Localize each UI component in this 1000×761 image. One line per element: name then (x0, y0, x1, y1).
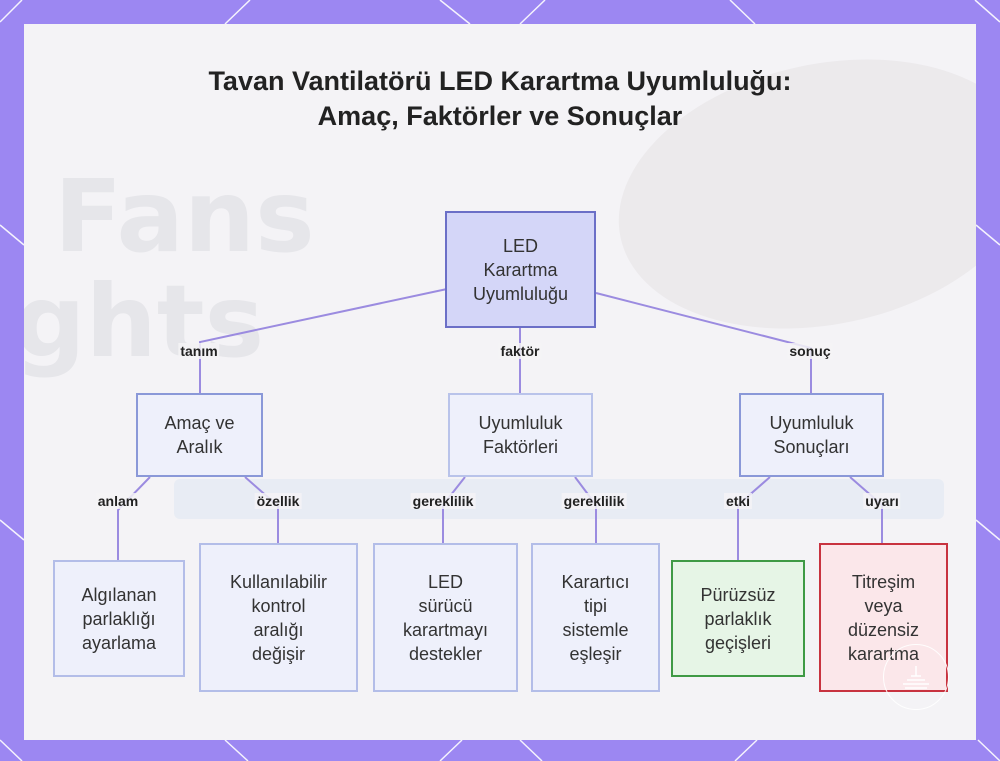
node-amac-ve-aralik: Amaç ve Aralık (136, 393, 263, 477)
node-puruzsuz-parlaklik: Pürüzsüz parlaklık geçişleri (671, 560, 805, 677)
node-line: Faktörleri (482, 437, 558, 457)
node-line: destekler (408, 643, 483, 664)
node-line: Uyumluluk (478, 413, 563, 433)
background-word-1: Fans (54, 158, 315, 275)
background-word-2: ghts (24, 263, 265, 380)
edge-label-uyari: uyarı (863, 493, 901, 509)
node-line: Algılanan (81, 584, 157, 605)
edge-root-amac (199, 288, 448, 393)
edge-sonuclar-puruzsuz (737, 476, 771, 560)
node-line: Uyumluluk (769, 413, 854, 433)
node-line: geçişleri (704, 632, 771, 653)
node-line: parlaklık (704, 608, 772, 629)
node-line: Sonuçları (773, 437, 850, 457)
edge-label-tanim: tanım (178, 343, 220, 359)
edge-label-faktor: faktör (498, 343, 542, 359)
node-line: Aralık (176, 437, 223, 457)
edge-label-sonuc: sonuç (787, 343, 833, 359)
watermark-logo-icon (883, 644, 949, 710)
node-line: düzensiz (847, 619, 920, 640)
background-band (174, 479, 944, 519)
node-line: Uyumluluğu (472, 283, 569, 304)
node-led-surucu: LED sürücü karartmayı destekler (373, 543, 518, 692)
node-line: Titreşim (851, 571, 916, 592)
diagram-title: Tavan Vantilatörü LED Karartma Uyumluluğ… (208, 66, 792, 131)
node-line: sürücü (418, 595, 473, 616)
edge-label-gereklilik-1: gereklilik (410, 493, 476, 509)
node-line: Amaç ve (164, 413, 235, 433)
node-line: kontrol (251, 595, 306, 616)
node-line: sistemle (562, 619, 629, 640)
edge-root-sonuclar (595, 292, 812, 393)
node-line: Kullanılabilir (229, 571, 328, 592)
node-line: Pürüzsüz (700, 584, 776, 605)
edge-sonuclar-titresim (849, 476, 883, 543)
node-line: LED (427, 571, 463, 592)
node-line: değişir (251, 643, 306, 664)
node-line: karartmayı (402, 619, 489, 640)
edge-label-ozellik: özellik (254, 493, 302, 509)
node-line: aralığı (253, 619, 304, 640)
node-line: Karartıcı (561, 571, 630, 592)
edge-faktorler-led (442, 476, 466, 543)
node-line: LED (502, 235, 538, 256)
node-line: Karartma (483, 259, 558, 280)
node-line: veya (864, 595, 903, 616)
edge-label-gereklilik-2: gereklilik (561, 493, 627, 509)
edge-label-anlam: anlam (95, 493, 141, 509)
background-watermark-text: Fans ghts (24, 158, 315, 374)
node-line: eşleşir (569, 643, 622, 664)
node-karartici-tipi: Karartıcı tipi sistemle eşleşir (531, 543, 660, 692)
edge-label-etki: etki (723, 493, 753, 509)
node-line: tipi (583, 595, 607, 616)
node-algilanan-parlakligi: Algılanan parlaklığı ayarlama (53, 560, 185, 677)
edge-amac-kullanilabilir (244, 476, 279, 543)
node-line: ayarlama (81, 632, 157, 653)
edge-amac-algilanan (117, 476, 151, 560)
node-kullanilabilir-kontrol: Kullanılabilir kontrol aralığı değişir (199, 543, 358, 692)
node-line: parlaklığı (82, 608, 156, 629)
edge-faktorler-karartici (574, 476, 597, 543)
